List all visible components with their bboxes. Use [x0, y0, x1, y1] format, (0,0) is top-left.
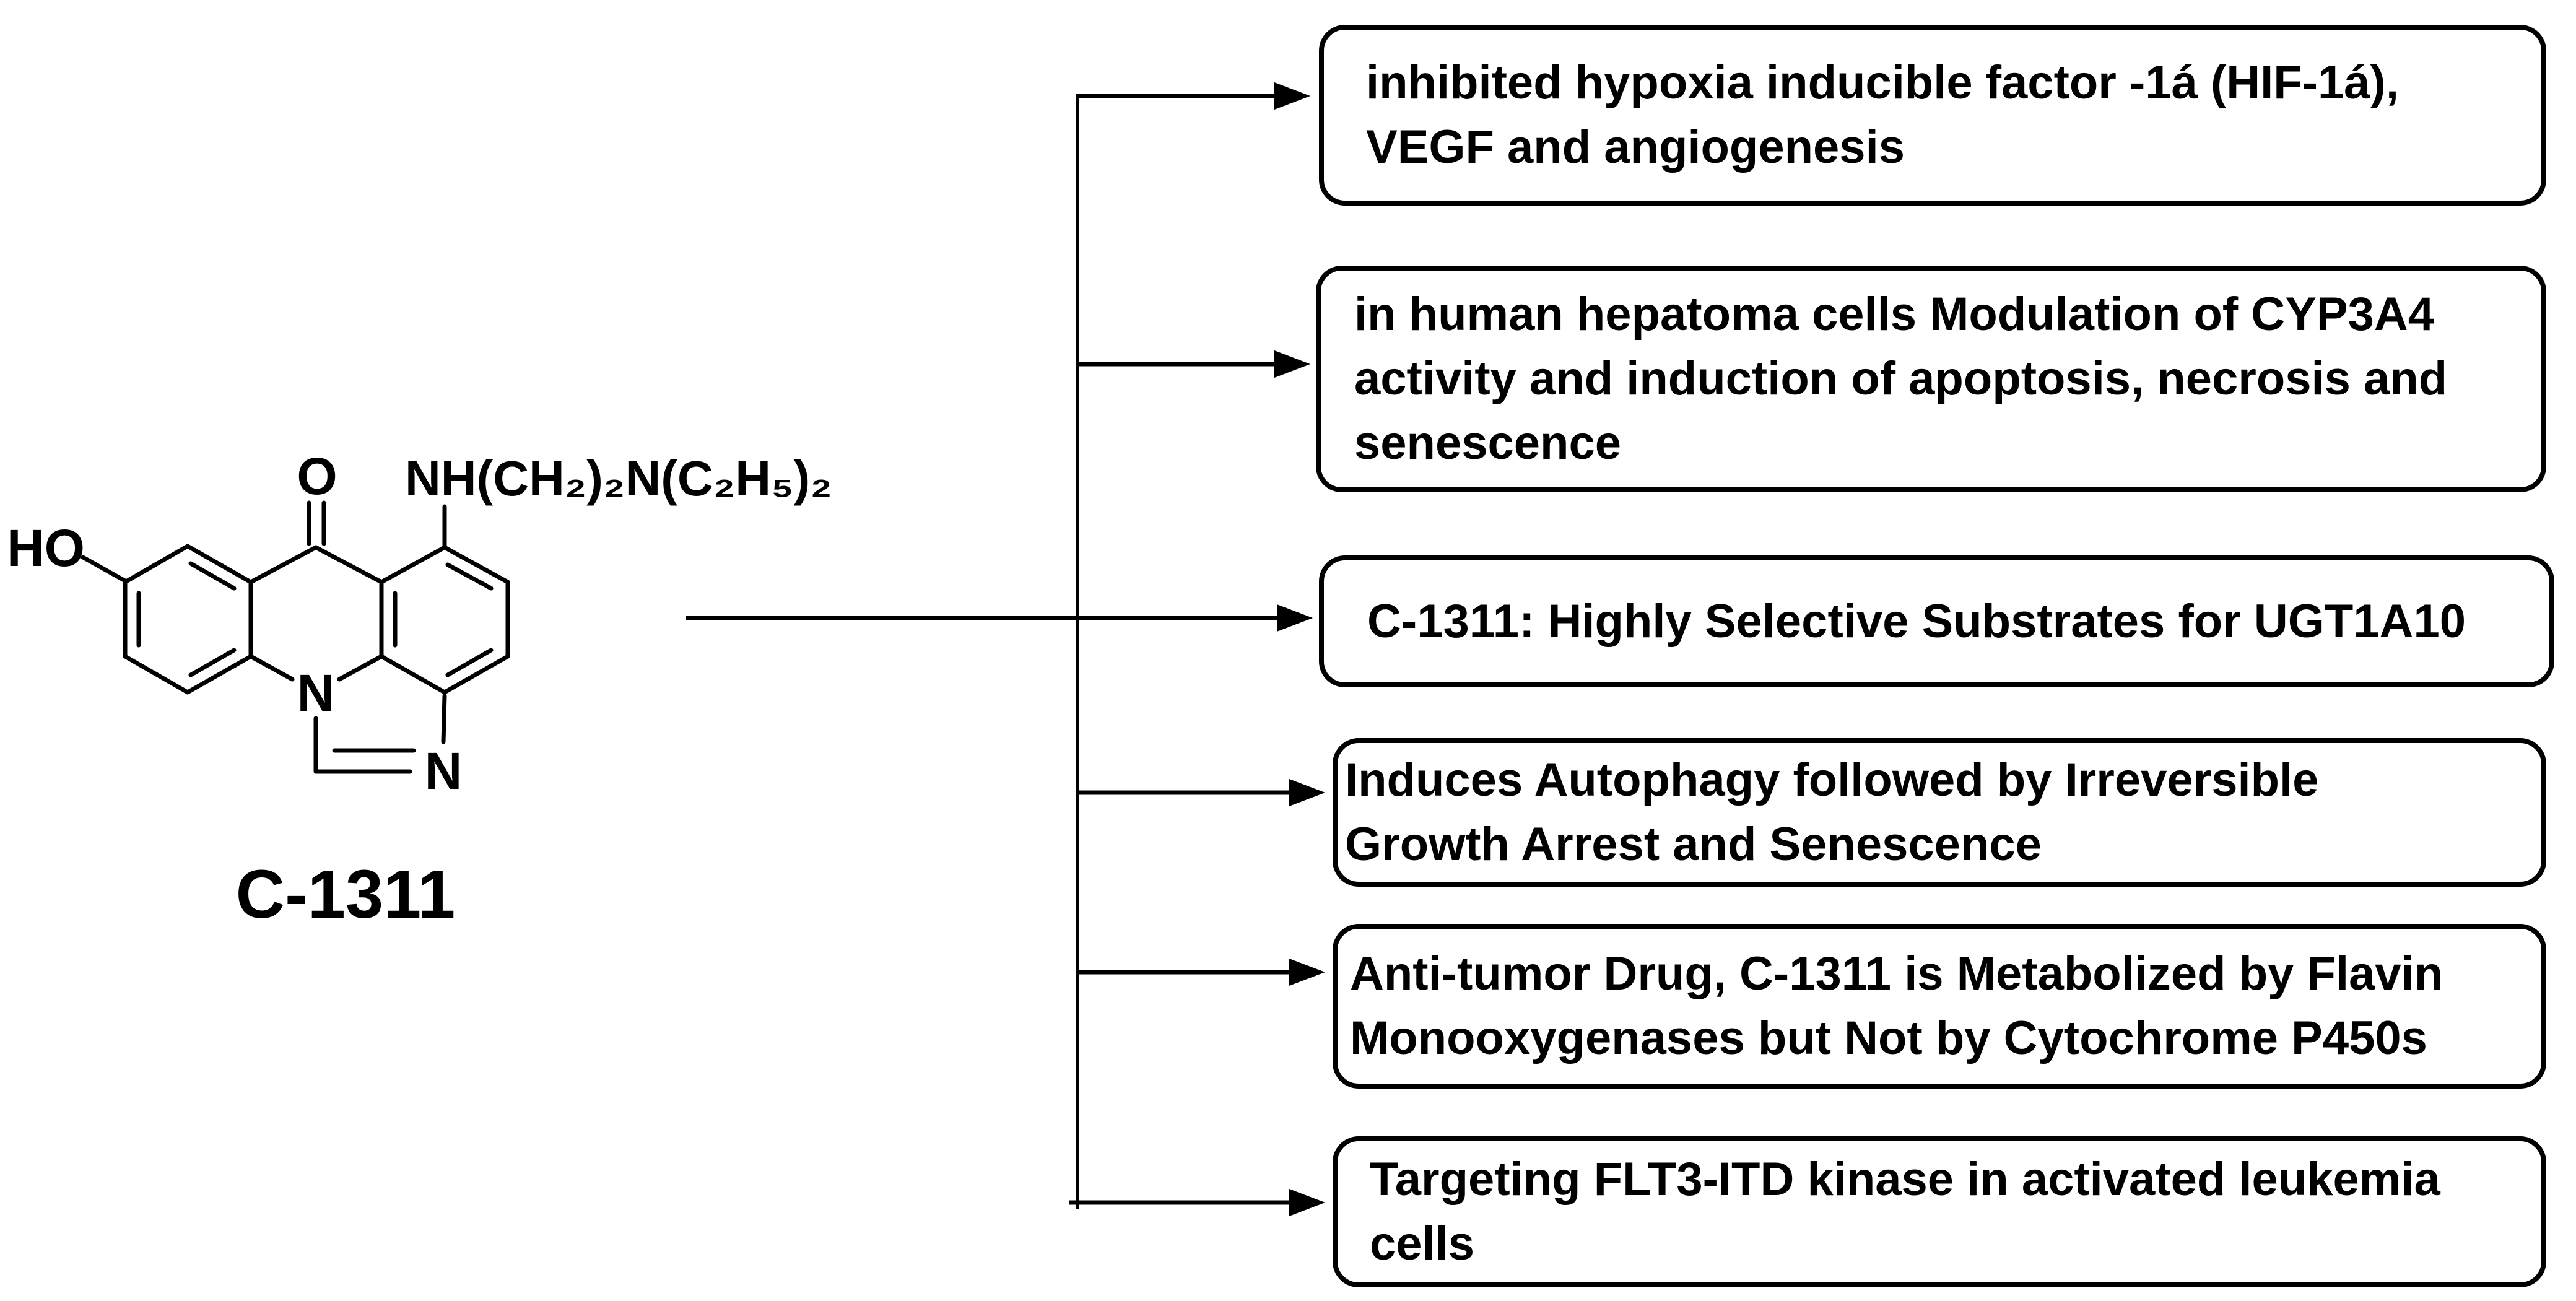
carbonyl-oxygen-label: O	[297, 447, 337, 505]
bond-hydroxyl	[80, 555, 128, 583]
activity-text-line: inhibited hypoxia inducible factor -1á (…	[1366, 56, 2399, 109]
activity-text-line: Growth Arrest and Senescence	[1345, 818, 2042, 871]
bond-left-ring-double-1	[188, 561, 237, 591]
activity-text-line: Targeting FLT3-ITD kinase in activated l…	[1370, 1153, 2440, 1206]
flow-arrows	[686, 82, 1325, 1216]
bond-right-ring-double-2	[445, 562, 494, 591]
bond-left-ring	[123, 544, 253, 695]
activity-box-cyp3a4: in human hepatoma cells Modulation of CY…	[1316, 266, 2546, 492]
activity-text-line: VEGF and angiogenesis	[1366, 121, 1905, 173]
bond-middle-ring-to-n-left	[248, 654, 295, 682]
side-chain-formula: NH(CH₂)₂N(C₂H₅)₂	[405, 451, 832, 506]
activity-text-line: Induces Autophagy followed by Irreversib…	[1345, 754, 2319, 806]
branch-4-arrowhead	[1289, 779, 1325, 806]
bond-imidazole	[313, 716, 412, 774]
bond-middle-ring-top	[248, 545, 384, 659]
hydroxyl-label: HO	[7, 519, 85, 577]
activity-box-hif: inhibited hypoxia inducible factor -1á (…	[1319, 25, 2546, 206]
branch-5-arrowhead	[1289, 959, 1325, 986]
activity-box-fmo: Anti-tumor Drug, C-1311 is Metabolized b…	[1333, 924, 2546, 1089]
activity-text-line: activity and induction of apoptosis, nec…	[1354, 352, 2448, 405]
bond-middle-ring-to-n-right	[337, 654, 384, 682]
activity-text-line: Anti-tumor Drug, C-1311 is Metabolized b…	[1350, 947, 2443, 1000]
bond-left-ring-double-3	[188, 648, 237, 677]
bond-imidazole-n-to-ring	[441, 694, 447, 744]
bond-right-ring-double-3	[445, 648, 494, 677]
activity-text-line: in human hepatoma cells Modulation of CY…	[1354, 288, 2434, 341]
activity-text-line: C-1311: Highly Selective Substrates for …	[1367, 594, 2466, 648]
main-arrowhead	[1277, 604, 1313, 632]
acridine-nitrogen-label: N	[297, 664, 335, 722]
molecule-c1311: HO O N N NH(CH₂)₂N(C₂H₅)₂ C-1311	[7, 447, 832, 933]
molecule-name-label: C-1311	[236, 856, 456, 933]
activity-text-line: cells	[1370, 1217, 1475, 1270]
activity-text-line: Monooxygenases but Not by Cytochrome P45…	[1350, 1012, 2427, 1064]
branch-1-arrowhead	[1274, 82, 1310, 110]
branch-6-arrowhead	[1289, 1189, 1325, 1216]
activity-box-flt3: Targeting FLT3-ITD kinase in activated l…	[1333, 1136, 2546, 1287]
activity-box-autophagy: Induces Autophagy followed by Irreversib…	[1333, 738, 2546, 887]
activity-box-ugt1a10: C-1311: Highly Selective Substrates for …	[1319, 555, 2554, 687]
imidazole-nitrogen-label: N	[425, 742, 463, 800]
branch-2-arrowhead	[1274, 350, 1310, 378]
activity-text-line: senescence	[1354, 417, 1621, 469]
bond-right-ring	[379, 545, 510, 695]
